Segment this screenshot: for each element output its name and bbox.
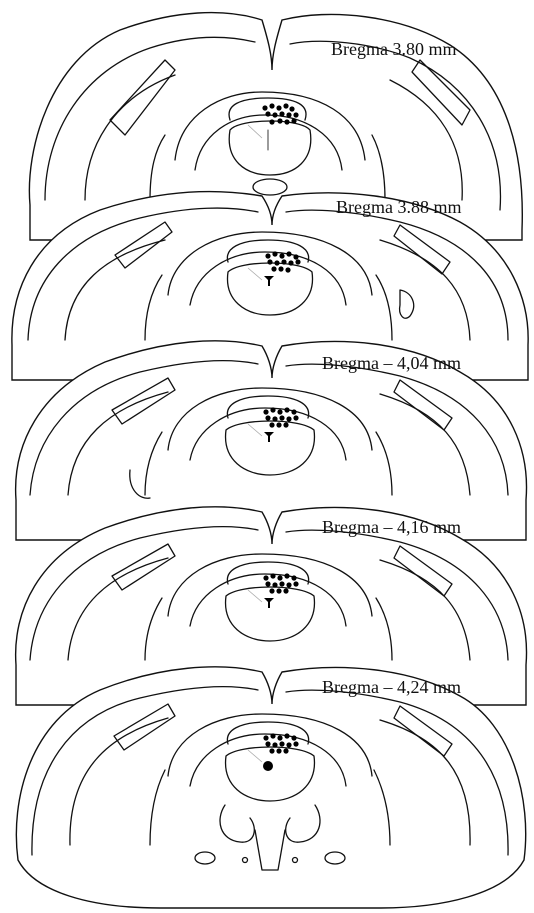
section-label-5: Bregma – 4,24 mm — [322, 677, 461, 697]
brain-section-4: Bregma – 4,16 mm — [16, 507, 527, 705]
brain-section-3: Bregma – 4,04 mm — [16, 341, 527, 540]
section-label-2: Bregma 3.88 mm — [336, 197, 461, 217]
brain-section-5: Bregma – 4,24 mm — [16, 667, 525, 908]
section-label-3: Bregma – 4,04 mm — [322, 353, 461, 373]
section-label-4: Bregma – 4,16 mm — [322, 517, 461, 537]
section-label-1: Bregma 3.80 mm — [331, 39, 456, 59]
